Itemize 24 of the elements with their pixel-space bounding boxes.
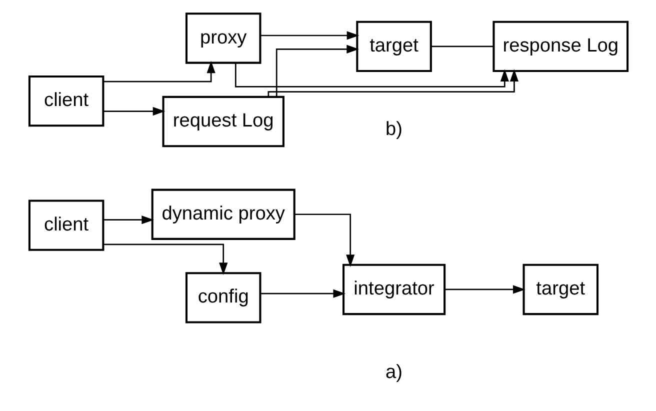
label: b) [385,118,402,140]
node-box: target [522,264,598,316]
node-box: response Log [492,20,628,72]
arrow [102,60,215,82]
arrow [260,31,359,40]
node-box: request Log [162,96,284,148]
label: a) [385,362,402,383]
arrow [267,69,518,96]
arrow [103,106,165,116]
node-box: dynamic proxy [150,188,295,240]
arrow [103,216,154,224]
arrow [260,289,346,298]
connector [430,46,494,48]
node-box: client [28,75,104,127]
node-box: integrator [342,264,446,316]
arrow [234,63,508,88]
node-box: client [28,200,104,251]
node-box: proxy [184,12,261,64]
arrow [275,44,358,97]
arrow [444,285,525,294]
arrow [103,244,228,275]
node-box: target [356,20,432,72]
node-box: config [184,272,261,324]
arrow [294,214,354,267]
